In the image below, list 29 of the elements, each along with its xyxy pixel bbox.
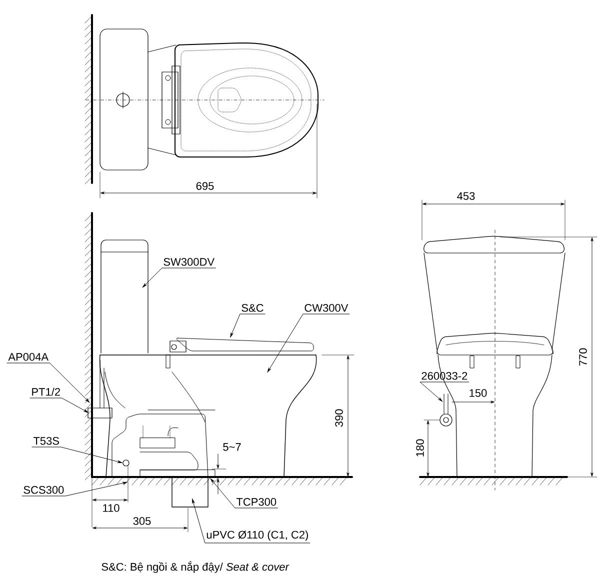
- leader-line: [142, 268, 216, 288]
- part-code: CW300V: [304, 304, 348, 312]
- leader-line: [192, 498, 310, 544]
- part-code: TCP300: [236, 498, 276, 506]
- leader-line: [6, 362, 90, 403]
- dimension-value: 390: [335, 409, 343, 427]
- caption: S&C: Bệ ngồi & nắp đậy/ Seat & cover: [102, 561, 290, 573]
- part-code: PT1/2: [32, 388, 60, 396]
- leader-line: [32, 446, 122, 463]
- dimension-value: 305: [133, 517, 151, 525]
- leader-line: [267, 314, 350, 372]
- dimension-value: 5~7: [223, 443, 241, 451]
- dimension-value: 695: [196, 182, 214, 190]
- part-code: S&C: [242, 304, 264, 312]
- part-code: uPVC Ø110 (C1, C2): [206, 530, 308, 541]
- leader-line: [22, 482, 128, 496]
- part-code: AP004A: [8, 353, 49, 361]
- dimension-value: 110: [103, 504, 120, 512]
- leader-line: [30, 398, 88, 413]
- leader-line: [420, 382, 470, 402]
- part-code: SCS300: [24, 486, 64, 494]
- leader-line: [230, 314, 266, 338]
- dimension-value: 770: [579, 348, 587, 366]
- dimension-value: 180: [416, 439, 424, 456]
- part-code: T53S: [33, 437, 59, 445]
- dimension-value: 150: [470, 389, 487, 397]
- leader-line: [210, 478, 278, 508]
- part-code: SW300DV: [164, 258, 214, 266]
- dimension-value: 453: [457, 192, 475, 200]
